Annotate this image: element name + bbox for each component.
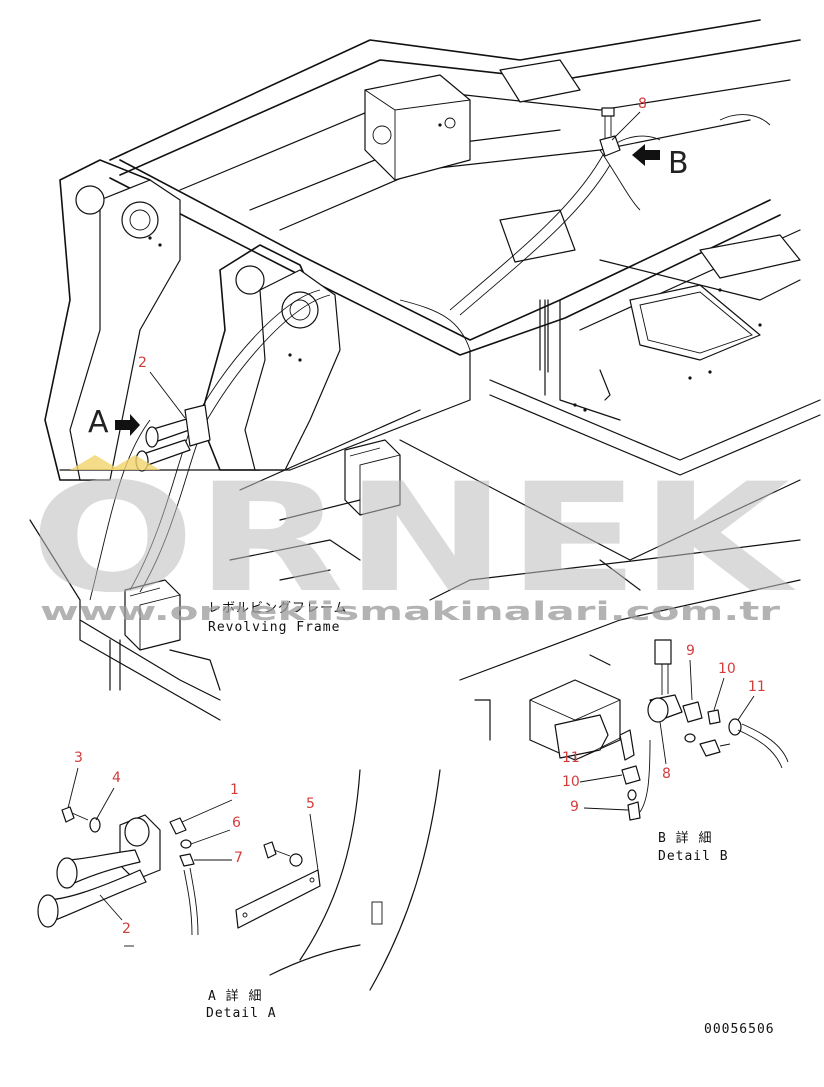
- callout-b-elbow9b: 9: [570, 799, 579, 815]
- detail-a-drawing: [37, 769, 441, 991]
- callout-b-nut10b: 10: [562, 774, 580, 790]
- drawing-number: 00056506: [704, 1022, 775, 1037]
- watermark-logo-mark: [70, 455, 120, 470]
- detail-b-en: Detail B: [658, 849, 729, 864]
- watermark-url: www.ornekiismakinalari.com.tr: [40, 597, 780, 627]
- frame-label-en: Revolving Frame: [208, 620, 340, 635]
- callout-a-bolt: 3: [74, 750, 83, 766]
- view-letter-b: B: [668, 146, 689, 181]
- view-arrow-a: [115, 414, 140, 436]
- callout-a-washer: 4: [112, 770, 121, 786]
- callout-b-valve8: 8: [662, 766, 671, 782]
- callout-b-fitting11: 11: [748, 679, 766, 695]
- watermark: ORNEK www.ornekiismakinalari.com.tr: [30, 452, 796, 627]
- callout-a-horn: 2: [122, 921, 131, 937]
- detail-b-drawing: [459, 579, 801, 821]
- detail-a-en: Detail A: [206, 1006, 277, 1021]
- callout-b-connector: 9: [686, 643, 695, 659]
- watermark-brand: ORNEK: [30, 452, 796, 626]
- callout-valve-main: 8: [638, 96, 647, 112]
- callout-horn-main: 2: [138, 355, 147, 371]
- callout-b-nut10: 10: [718, 661, 736, 677]
- callout-a-nut7: 7: [234, 850, 243, 866]
- main-valve: [599, 107, 621, 157]
- callout-b-bracket11: 11: [562, 750, 580, 766]
- detail-a-jp: A 詳 細: [208, 988, 262, 1004]
- view-arrow-b: [632, 144, 660, 166]
- callout-a-nut6: 6: [232, 815, 241, 831]
- callout-a-plate: 5: [306, 796, 315, 812]
- revolving-frame-drawing: [29, 19, 821, 721]
- callout-a-elbow: 1: [230, 782, 239, 798]
- detail-b-jp: B 詳 細: [658, 830, 712, 846]
- watermark-logo-mark-2: [110, 455, 160, 470]
- view-letter-a: A: [88, 405, 109, 440]
- frame-label-jp: レボルビングフレーム: [208, 601, 348, 616]
